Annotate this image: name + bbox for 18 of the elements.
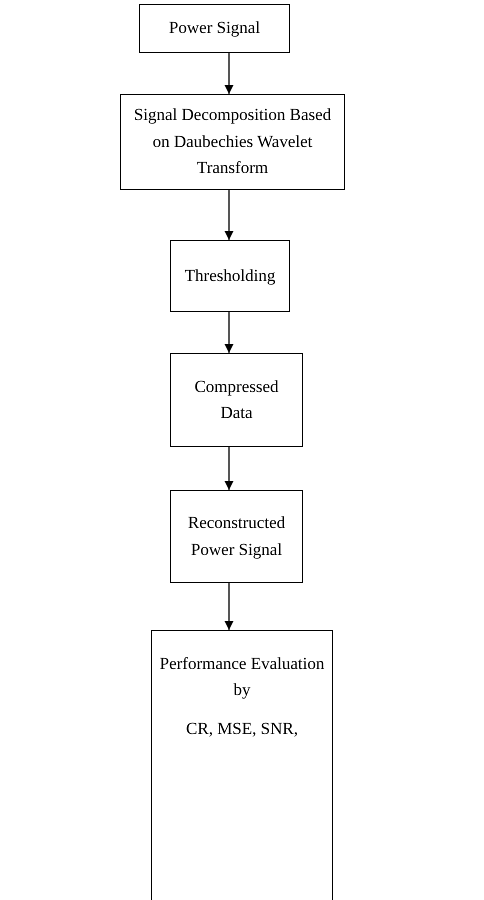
- arrow: [224, 190, 234, 240]
- box-text: Performance Evaluation by: [158, 653, 326, 702]
- arrow: [224, 53, 234, 94]
- box-text: Thresholding: [184, 264, 276, 287]
- box-text: Signal Decomposition Based on Daubechies Wavelet Transform: [132, 104, 332, 180]
- arrow: [224, 583, 234, 630]
- process-box: [139, 4, 290, 53]
- process-box: [170, 490, 303, 583]
- arrow: [224, 312, 234, 353]
- process-box: [120, 94, 345, 190]
- box-text: Power Signal: [168, 17, 260, 40]
- box-text: CR, MSE, SNR,: [186, 718, 298, 740]
- process-box: [170, 353, 303, 447]
- box-text: Compressed Data: [193, 376, 280, 424]
- process-box: [170, 240, 290, 312]
- box-text: Reconstructed Power Signal: [186, 512, 286, 561]
- process-box: [151, 630, 333, 900]
- arrow: [224, 447, 234, 490]
